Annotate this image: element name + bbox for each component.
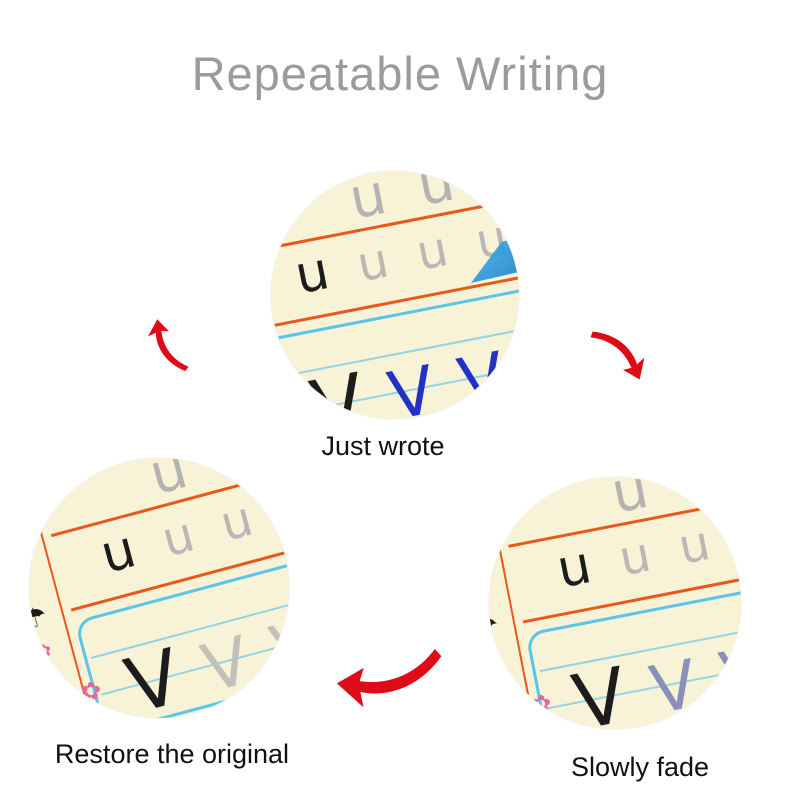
model-letter-u: u [552,535,597,601]
label-just-wrote: Just wrote [321,431,445,461]
trace-letter: u [276,458,289,472]
model-letter-u: u [94,519,142,586]
writing-rows: u u u u u u u u u u V V V [489,477,741,729]
label-restore-original: Restore the original [54,739,290,769]
flower-icon: ✿ [531,691,552,718]
arrow-fade-to-restore [336,648,442,708]
page-title: Repeatable Writing [191,47,609,100]
trace-letter: u [156,506,201,569]
flower-icon: ✿ [33,639,54,663]
trace-letter: u [352,232,394,294]
trace-letter: u [142,458,195,509]
uppercase-practice-row: V V V V [536,618,741,729]
arrow-just-wrote-to-fade [590,331,645,380]
trace-letter: u [344,171,392,233]
umbrella-char: ☂ [29,600,51,636]
copybook-page: ☂ ✿ u u u u u u u u u u [29,458,289,718]
trace-letter: u [673,514,715,576]
trace-letter: u [614,526,656,588]
writing-rows: u u u u u u u u u u V V V [29,458,289,718]
practice-letter: V [263,603,289,690]
trace-letter: u [480,171,519,206]
writing-rows: u u u u u u u u u u V V V [271,171,519,419]
copybook-page: ☂ ✿ u u u u u u u u u u [489,477,741,729]
trace-letter: u [606,477,654,527]
umbrella-char: ☂ [489,610,502,645]
practice-letter: V [382,350,442,419]
model-letter-v: V [304,355,373,419]
trace-letter: u [214,490,259,553]
practice-letter: V [714,631,741,716]
uppercase-practice-row: V V V V [88,585,289,718]
model-letter-u: u [290,241,335,307]
practice-letter: V [194,621,258,708]
practice-letter: V [452,337,512,419]
flower-icon: ✿ [81,678,102,705]
trace-letter: u [674,477,722,514]
trace-letter: u [412,171,460,220]
model-letter-v: V [566,649,635,729]
flower-icon: ✿ [489,649,503,673]
arrow-restore-to-just-wrote [148,319,189,372]
trace-letter: u [209,458,261,490]
model-letter-v: V [116,631,190,718]
photo-restore-original: ☂ ✿ u u u u u u u u u u [29,458,289,718]
trace-letter: u [733,503,741,565]
photo-slowly-fade: ☂ ✿ u u u u u u u u u u [489,477,741,729]
label-slowly-fade: Slowly fade [570,752,710,782]
trace-letter: u [411,220,453,282]
practice-letter: V [644,644,704,729]
copybook-page: ☂ ✿ u u u u u u u u u u [271,171,519,419]
trace-letter: u [272,475,289,538]
photo-just-wrote: ☂ ✿ u u u u u u u u u u [271,171,519,419]
